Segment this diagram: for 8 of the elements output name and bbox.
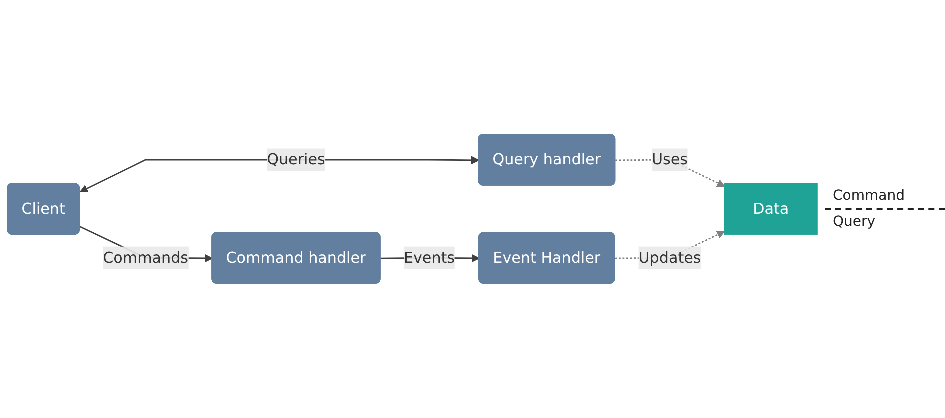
edge-label: Queries	[267, 150, 326, 168]
edge-label: Commands	[103, 248, 189, 267]
edge-label: Uses	[652, 150, 688, 168]
section-label: Query	[832, 213, 877, 232]
edge-label: Updates	[638, 248, 702, 267]
node-box: Data	[724, 183, 818, 235]
section-label: Command	[832, 187, 906, 206]
edge-label: Events	[404, 248, 456, 267]
